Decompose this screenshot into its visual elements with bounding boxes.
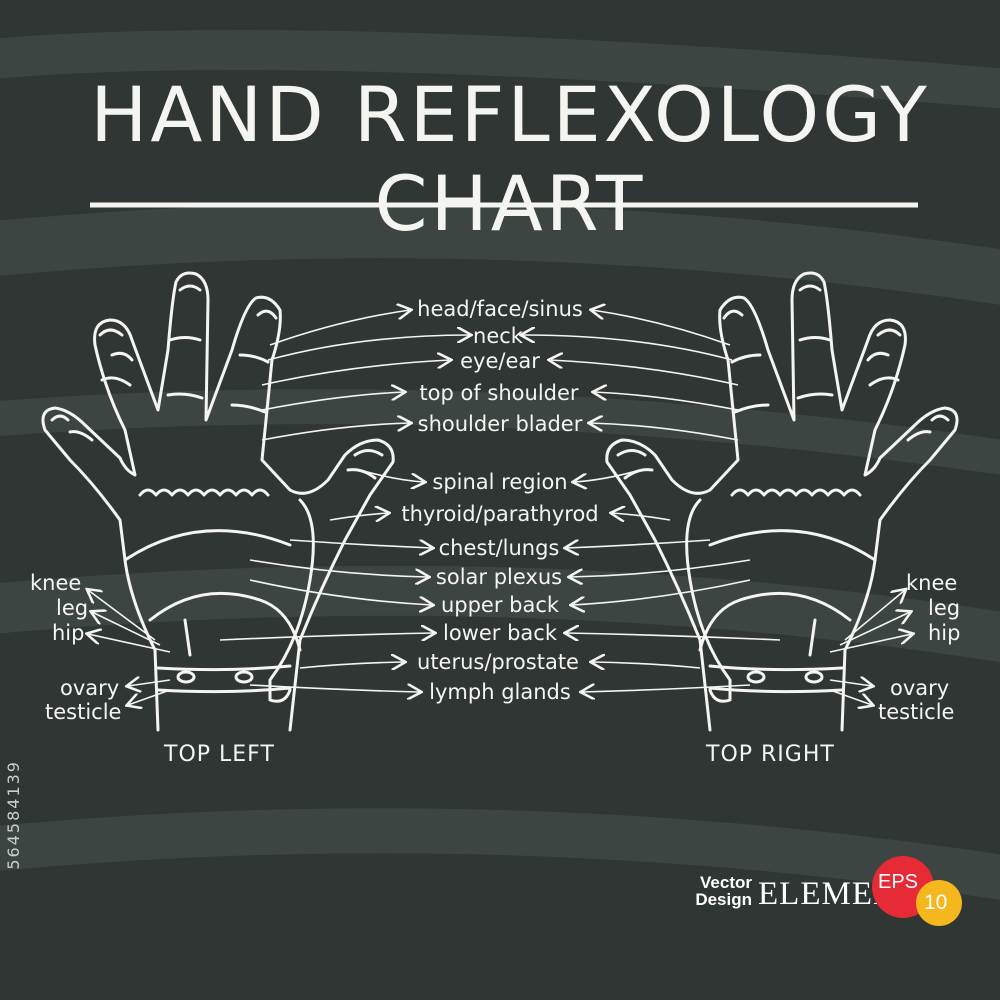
label-thyroid-parathyrod: thyroid/parathyrod — [401, 502, 599, 526]
label-eye-ear: eye/ear — [460, 349, 540, 373]
label-uterus-prostate: uterus/prostate — [417, 650, 579, 674]
stock-id: 564584139 — [4, 760, 23, 870]
label-upper-back: upper back — [440, 593, 560, 617]
left-label-ovary: ovary — [60, 676, 120, 700]
left-hand-outline — [41, 271, 395, 732]
caption-top-left: TOP LEFT — [164, 742, 275, 767]
chalk-texture — [0, 30, 1000, 900]
right-label-ovary: ovary — [890, 676, 950, 700]
label-spinal-region: spinal region — [432, 470, 568, 494]
label-solar-plexus: solar plexus — [435, 565, 563, 589]
vector-element-badge: Vector Design ELEMENT EPS 10 — [686, 856, 976, 928]
label-chest-lungs: chest/lungs — [438, 536, 560, 560]
left-arrows — [88, 310, 470, 705]
version-circle: 10 — [916, 880, 962, 926]
page-title: HAND REFLEXOLOGY CHART — [90, 70, 930, 248]
label-shoulder-blader: shoulder blader — [417, 412, 583, 436]
label-lymph-glands: lymph glands — [429, 680, 571, 704]
left-label-testicle: testicle — [45, 700, 122, 724]
vector-design-text: Vector Design — [686, 874, 752, 908]
right-label-leg: leg — [928, 596, 961, 620]
vector-word: Vector — [700, 873, 752, 892]
right-label-testicle: testicle — [878, 700, 955, 724]
left-label-leg: leg — [56, 596, 89, 620]
right-hand-outline — [605, 271, 959, 732]
label-head-face-sinus: head/face/sinus — [417, 297, 583, 321]
eps-label: EPS — [878, 871, 919, 893]
caption-top-right: TOP RIGHT — [706, 742, 835, 767]
version-label: 10 — [924, 891, 948, 914]
right-arrows — [522, 310, 912, 705]
right-label-hip: hip — [928, 621, 961, 645]
right-label-knee: knee — [906, 571, 958, 595]
label-top-of-shoulder: top of shoulder — [419, 381, 579, 405]
label-lower-back: lower back — [443, 621, 557, 645]
design-word: Design — [695, 890, 752, 909]
left-label-knee: knee — [30, 571, 82, 595]
label-neck: neck — [473, 324, 523, 348]
left-label-hip: hip — [52, 621, 85, 645]
